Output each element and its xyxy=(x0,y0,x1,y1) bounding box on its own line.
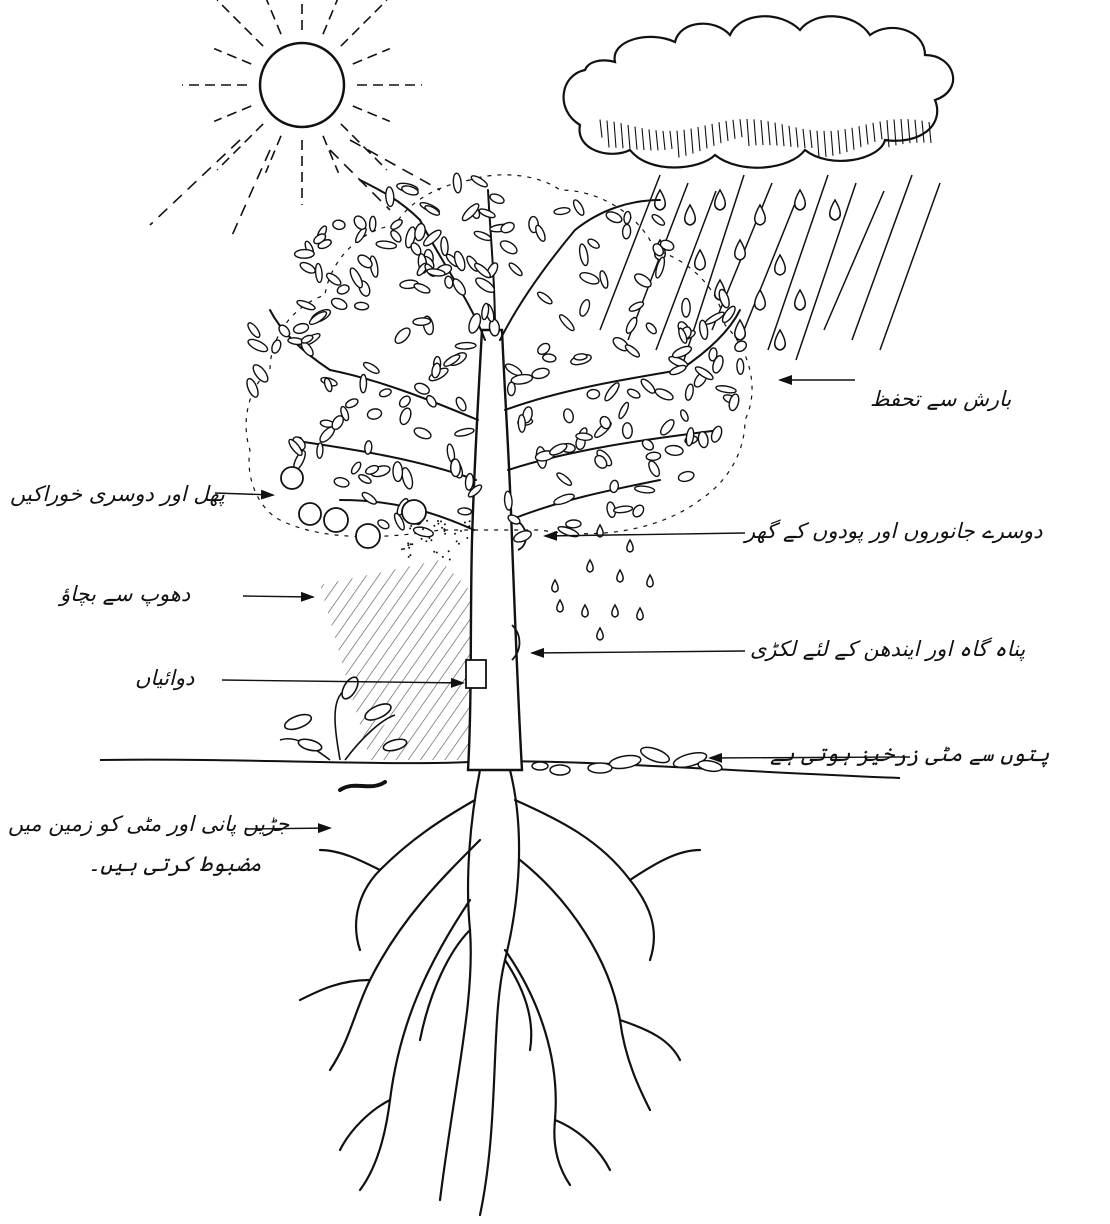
shade-hatching xyxy=(320,560,470,760)
bark-patch-icon xyxy=(466,660,486,688)
leaf-litter-icon xyxy=(532,744,723,775)
label-sun-shade: دھوپ سے بچاؤ xyxy=(60,578,190,611)
tree-trunk xyxy=(468,330,526,770)
label-leaves-fertile-soil: پتوں سے مٹی زرخیز ہوتی ہے xyxy=(770,738,1049,771)
arrow-sun-shade xyxy=(243,596,313,597)
cloud-icon xyxy=(564,16,954,167)
label-animal-plant-homes: دوسرے جانوروں اور پودوں کے گھر xyxy=(745,515,1042,548)
worm-icon xyxy=(340,782,385,790)
label-shelter-fuel-wood: پناہ گاہ اور ایندھن کے لئے لکڑی xyxy=(750,633,1025,666)
label-roots-line2: مضبوط کرتی ہیں۔ xyxy=(88,848,261,881)
label-rain-protection: بارش سے تحفظ xyxy=(870,383,1011,416)
arrow-wood xyxy=(532,651,745,653)
label-fruits-food: پھل اور دوسری خوراکیں xyxy=(10,478,225,511)
label-medicines: دوائیاں xyxy=(135,662,194,695)
roots-icon xyxy=(300,770,700,1215)
sun-icon xyxy=(150,0,440,240)
label-roots-line1: جڑیں پانی اور مٹی کو زمین میں xyxy=(8,808,289,841)
